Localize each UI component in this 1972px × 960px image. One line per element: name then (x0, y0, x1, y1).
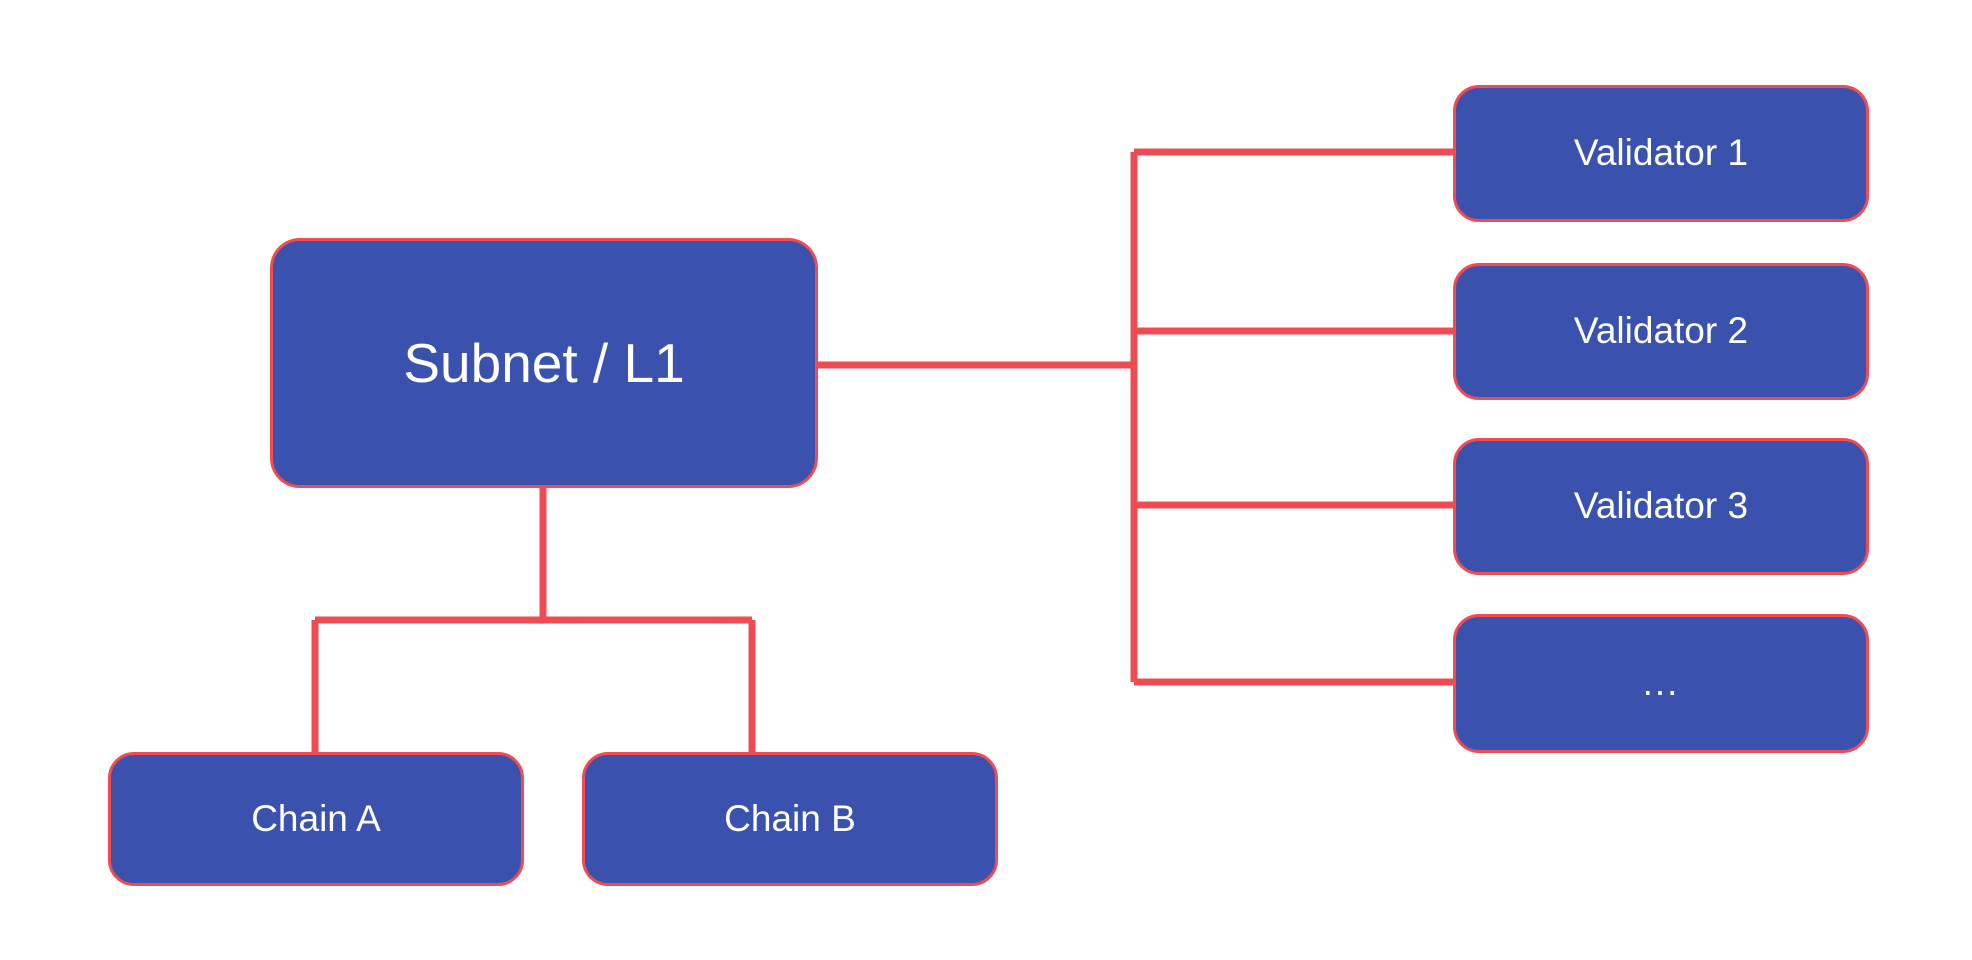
node-chain-a-label: Chain A (251, 797, 381, 839)
node-chain-a[interactable]: Chain A (108, 752, 524, 886)
node-subnet-l1[interactable]: Subnet / L1 (270, 238, 818, 488)
node-validator-2-label: Validator 2 (1573, 310, 1749, 352)
node-validator-more[interactable]: ... (1453, 614, 1869, 753)
node-validator-more-label: ... (1642, 662, 1680, 704)
node-validator-1-label: Validator 1 (1573, 132, 1749, 174)
node-validator-3[interactable]: Validator 3 (1453, 438, 1869, 575)
node-validator-2[interactable]: Validator 2 (1453, 263, 1869, 400)
node-validator-3-label: Validator 3 (1573, 485, 1749, 527)
node-validator-1[interactable]: Validator 1 (1453, 85, 1869, 222)
node-subnet-l1-label: Subnet / L1 (403, 331, 685, 394)
node-chain-b[interactable]: Chain B (582, 752, 998, 886)
node-chain-b-label: Chain B (724, 797, 856, 839)
